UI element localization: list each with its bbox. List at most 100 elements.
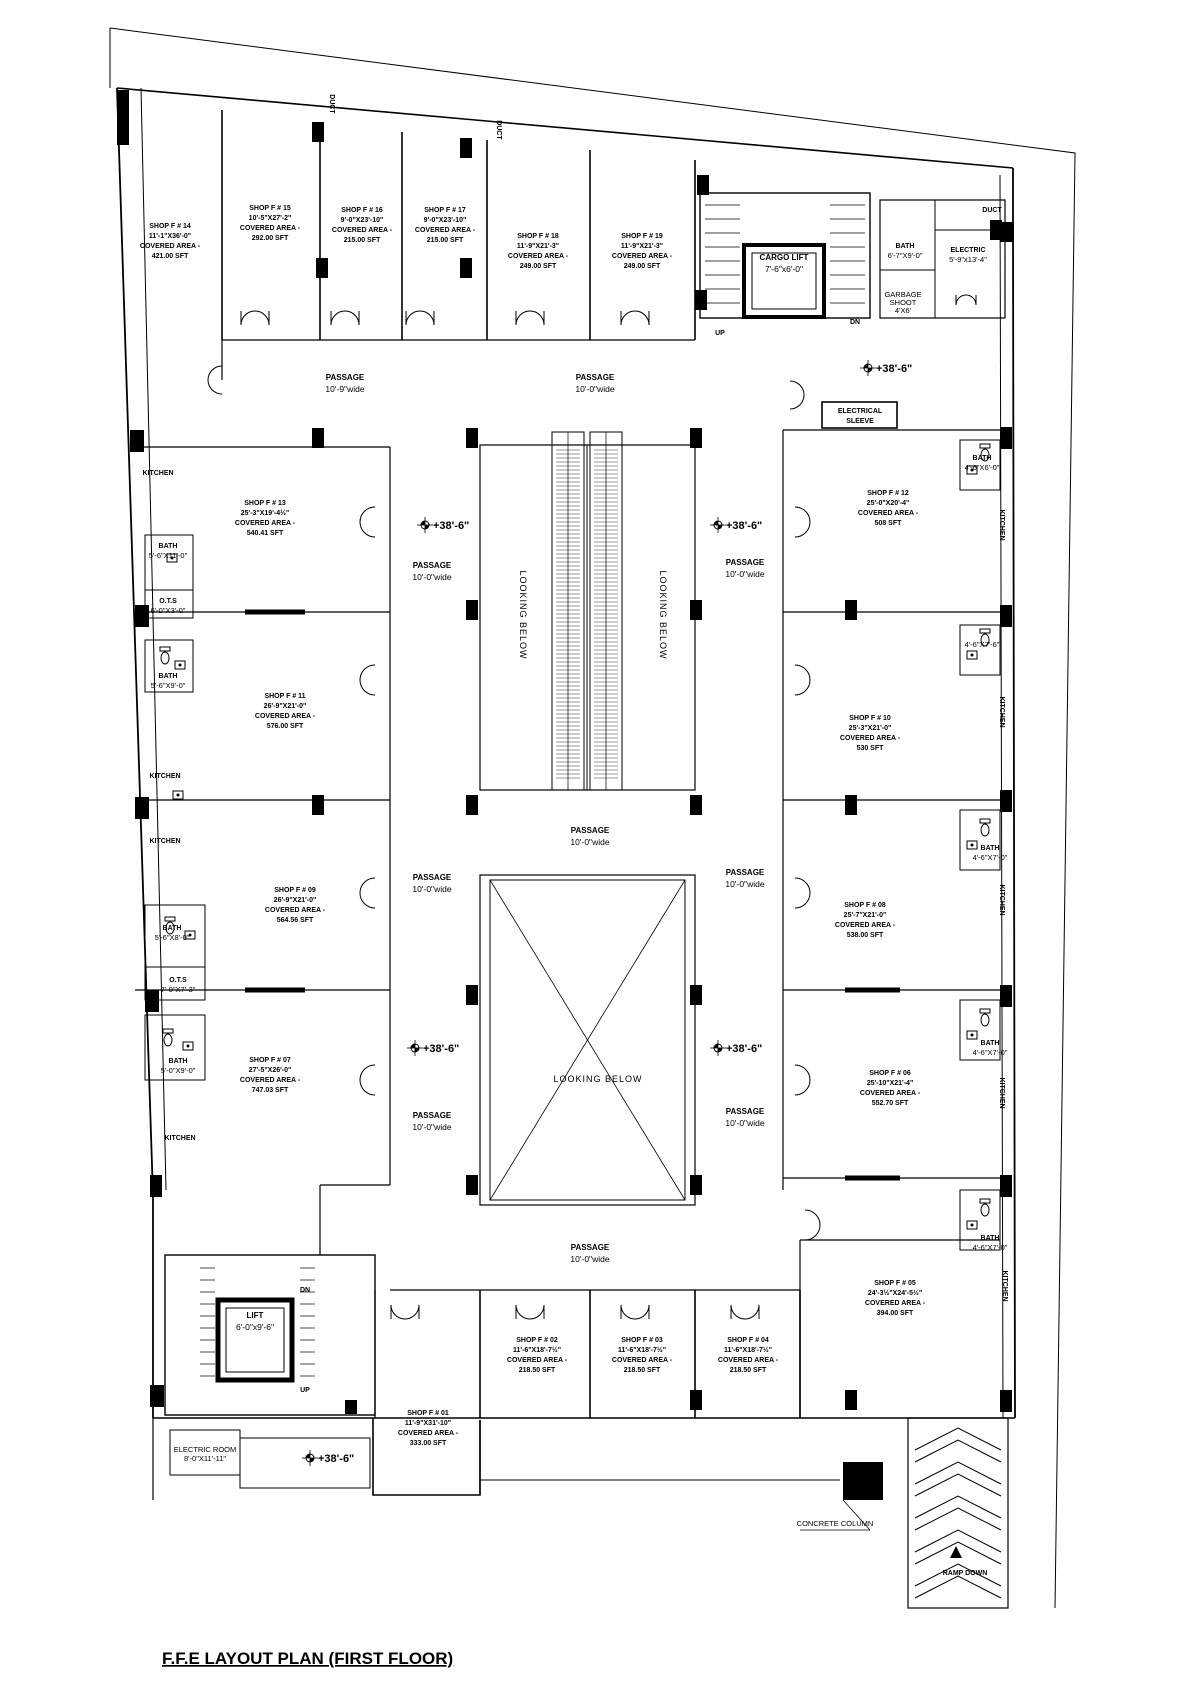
door-swing (804, 1209, 821, 1241)
shop-19-line-3: COVERED AREA - (612, 253, 673, 260)
shop-19-line-2: 11'-9"X21'-3" (621, 243, 663, 250)
toilet-fixture (165, 921, 175, 935)
shop-06-line-2: 25'-10"X21'-4" (867, 1080, 914, 1087)
cargo-lift-shaft (742, 243, 826, 319)
ramp-arrow-icon (950, 1546, 962, 1558)
door-swing (620, 1304, 650, 1320)
shop-11-line-4: 576.00 SFT (267, 723, 304, 730)
ramp-chevron (914, 1473, 1002, 1497)
toilet-fixture (980, 1203, 990, 1217)
ramp (907, 1417, 1009, 1609)
leader-line (842, 1499, 871, 1531)
passage-top-left-label: PASSAGE (326, 373, 365, 382)
door-swing (794, 506, 811, 538)
kitchen-right-label-2: KITCHEN (998, 696, 1005, 727)
structural-column (466, 1175, 478, 1195)
structural-column (1000, 222, 1014, 242)
shop-09-line-1: SHOP F # 09 (274, 887, 316, 894)
toilet-fixture (160, 651, 170, 665)
door-swing (620, 310, 650, 326)
shop-14-line-2: 11'-1"X36'-0" (149, 233, 191, 240)
shop-14-line-4: 421.00 SFT (152, 253, 189, 260)
toilet-tank (979, 443, 991, 449)
shop-15-line-4: 292.00 SFT (252, 235, 289, 242)
outer-wall (1012, 168, 1016, 1419)
toilet-fixture (980, 448, 990, 462)
sink-drain (170, 556, 174, 560)
structural-column (1000, 790, 1012, 812)
bath-r10-dim: 4'-6"X7'-6" (965, 640, 1000, 649)
ramp-chevron (914, 1495, 1002, 1519)
passage-right-3-width: 10'-0"wide (725, 1118, 764, 1128)
shop-17-line-1: SHOP F # 17 (424, 207, 466, 214)
shop-07-line-3: COVERED AREA - (240, 1077, 301, 1084)
shop-08-line-3: COVERED AREA - (835, 922, 896, 929)
structural-column (990, 220, 1002, 240)
level-label: +38'-6" (726, 520, 762, 532)
structural-column (690, 985, 702, 1005)
electrical-sleeve-box (821, 401, 898, 429)
door-swing (330, 310, 360, 326)
structural-column (460, 138, 472, 158)
sink-fixture (966, 1030, 978, 1040)
structural-column (1000, 427, 1012, 449)
bath-top-dim: 6'-7"X9'-0" (888, 251, 923, 260)
bath-r12-label: BATH (973, 455, 992, 462)
shoot-label: SHOOT (890, 298, 917, 307)
shop-10-line-4: 530 SFT (857, 745, 885, 752)
door-swing (405, 310, 435, 326)
ramp-chevron (914, 1575, 1002, 1599)
door-swing (359, 877, 376, 909)
bath-r06 (959, 999, 1001, 1061)
bath-11-label: BATH (159, 673, 178, 680)
structural-column (135, 797, 149, 819)
cargo-lift-label: CARGO LIFT (760, 253, 809, 262)
sink-drain (970, 653, 974, 657)
garbage-dim: 4'X6' (895, 306, 912, 315)
structural-column (690, 428, 702, 448)
ramp-chevron (914, 1541, 1002, 1565)
door-swing (730, 1304, 760, 1320)
passage-left-1-label: PASSAGE (413, 561, 452, 570)
bath-13-label: BATH (159, 543, 178, 550)
bath-07-label: BATH (169, 1058, 188, 1065)
ramp-chevron (914, 1427, 1002, 1451)
electrical-sleeve-label: ELECTRICAL (838, 408, 883, 415)
toilet-tank (979, 1008, 991, 1014)
ramp-chevron (914, 1439, 1002, 1463)
structural-column (150, 1385, 164, 1407)
shop-08-line-1: SHOP F # 08 (844, 902, 886, 909)
sink-drain (178, 663, 182, 667)
structural-column (312, 795, 324, 815)
passage-middle-width: 10'-0"wide (570, 837, 609, 847)
shop-19-line-1: SHOP F # 19 (621, 233, 663, 240)
dn-label-2: DN (300, 1287, 310, 1294)
structural-column (130, 430, 144, 452)
sink-drain (186, 1044, 190, 1048)
structural-column (312, 428, 324, 448)
structural-column (466, 795, 478, 815)
sink-fixture (166, 553, 178, 563)
shop-18-line-2: 11'-9"X21'-3" (517, 243, 559, 250)
shop-16-line-3: COVERED AREA - (332, 227, 393, 234)
shop-11-line-1: SHOP F # 11 (264, 693, 305, 700)
ots-09-dim: 7'-0"X7'-3" (161, 985, 196, 994)
shop-16-line-1: SHOP F # 16 (341, 207, 383, 214)
passage-left-1-width: 10'-0"wide (412, 572, 451, 582)
outer-wall (116, 87, 1014, 169)
bath-r06-label: BATH (981, 1040, 1000, 1047)
level-marker-fill (306, 1454, 314, 1462)
shop-15-line-3: COVERED AREA - (240, 225, 301, 232)
toilet-tank (979, 1198, 991, 1204)
structural-column (1000, 985, 1012, 1007)
shop-09-line-2: 26'-9"X21'-0" (274, 897, 317, 904)
shop-04-line-1: SHOP F # 04 (727, 1337, 769, 1344)
shop-04-line-4: 218.50 SFT (730, 1367, 767, 1374)
toilet-fixture (980, 823, 990, 837)
door-swing (955, 294, 977, 306)
door-swing (207, 365, 223, 395)
shop-05-line-4: 394.00 SFT (877, 1310, 914, 1317)
shop-14-line-1: SHOP F # 14 (149, 223, 191, 230)
toilet-tank (159, 646, 171, 652)
